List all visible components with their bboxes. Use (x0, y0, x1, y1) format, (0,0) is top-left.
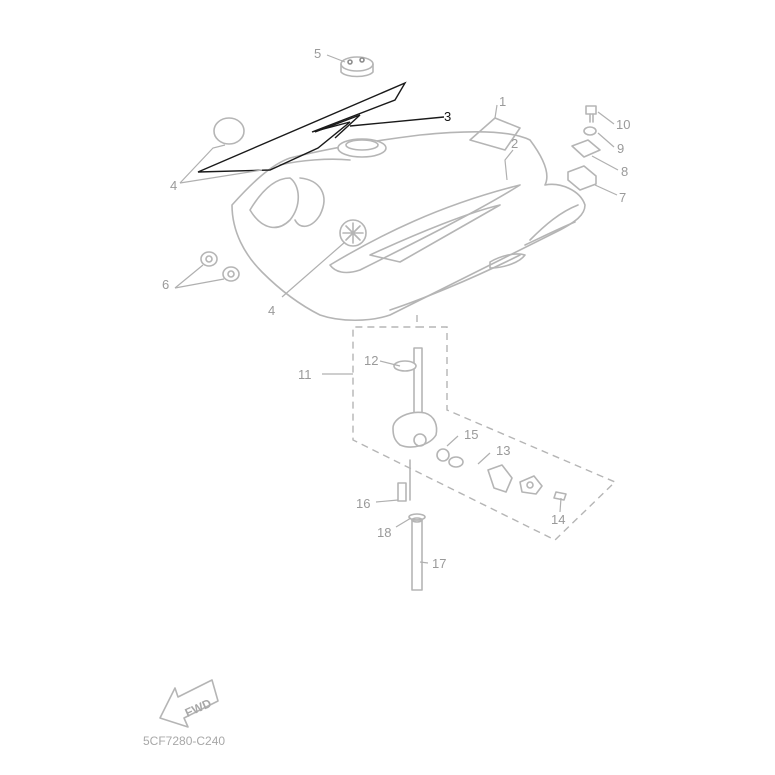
callout-11: 11 (298, 367, 312, 382)
callout-4-lower: 4 (268, 303, 275, 318)
callout-14: 14 (551, 512, 565, 527)
callout-12: 12 (364, 353, 378, 368)
callout-17: 17 (432, 556, 446, 571)
callout-18: 18 (377, 525, 391, 540)
side-decal (469, 117, 521, 151)
rubber-dampers (200, 251, 240, 282)
callout-13: 13 (496, 443, 510, 458)
callout-8: 8 (621, 164, 628, 179)
bracket-stack (567, 105, 601, 191)
tank-emblem (339, 219, 367, 247)
emblem-disc (213, 117, 245, 145)
callout-4-upper: 4 (170, 178, 177, 193)
fuel-cap (340, 56, 374, 78)
callout-2: 2 (511, 136, 518, 151)
graphic-decal-3 (197, 81, 407, 173)
callout-6: 6 (162, 277, 169, 292)
callout-16: 16 (356, 496, 370, 511)
forward-arrow-icon: FWD (159, 679, 219, 728)
petcock-lever-parts (436, 448, 567, 501)
callout-1: 1 (499, 94, 506, 109)
callout-10: 10 (616, 117, 630, 132)
fuel-petcock (392, 347, 438, 501)
leader-lines (174, 54, 619, 564)
callout-7: 7 (619, 190, 626, 205)
callout-9: 9 (617, 141, 624, 156)
screw-16 (397, 482, 407, 502)
callout-labels: 1 2 3 4 4 5 6 7 8 9 10 11 12 13 14 15 16… (162, 46, 630, 571)
callout-5: 5 (314, 46, 321, 61)
callout-3: 3 (444, 109, 451, 124)
diagram-code: 5CF7280-C240 (143, 734, 225, 748)
callout-15: 15 (464, 427, 478, 442)
fuel-tank (231, 130, 586, 321)
filler-neck (337, 138, 387, 158)
fuel-hose (408, 513, 426, 591)
